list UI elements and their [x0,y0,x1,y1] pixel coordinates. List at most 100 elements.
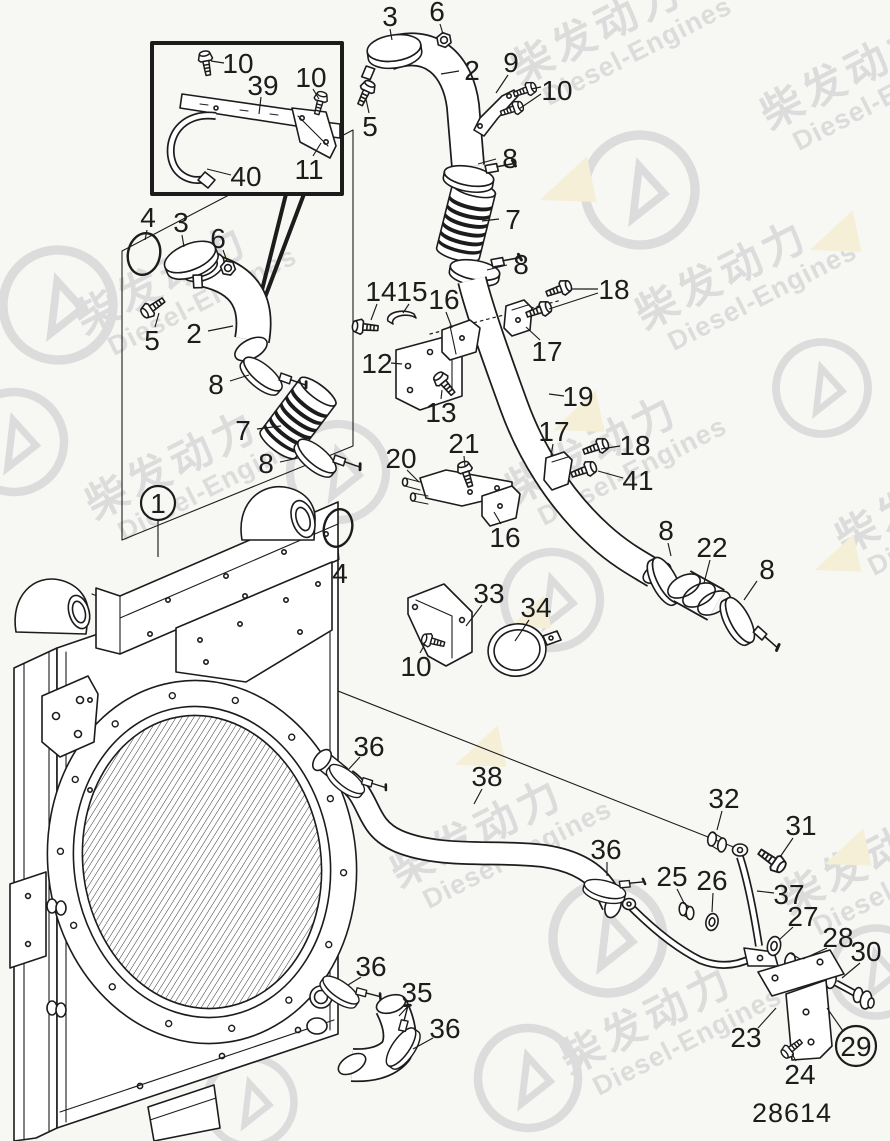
callout-1: 1 [139,484,177,557]
callout-7: 7 [235,415,282,446]
callout-number: 23 [730,1022,761,1053]
leader-line [181,234,185,248]
callout-number: 21 [448,428,479,459]
callout-18: 18 [548,274,630,310]
fan-ring-bolt-hole [164,1019,173,1028]
callout-number: 2 [186,318,202,349]
callout-number: 16 [489,522,520,553]
callout-number: 14 [365,276,396,307]
leader-line [525,326,541,341]
callout-10: 10 [210,48,254,79]
callout-number: 8 [513,249,529,280]
leader-line [144,229,148,241]
callout-8: 8 [743,554,775,601]
watermark-triangle [510,595,552,629]
callout-20: 20 [385,443,420,483]
callout-17: 17 [525,326,563,367]
callout-number: 8 [658,515,674,546]
fan-ring-bolt-hole [285,996,293,1004]
leader-line [347,976,362,986]
callout-10: 10 [518,75,573,110]
leader-line [412,1037,434,1050]
fan-ring-bolt-hole [227,1024,236,1033]
leader-line [477,158,497,165]
callout-11: 11 [294,142,324,185]
callout-23: 23 [730,1007,777,1053]
callout-number: 16 [428,284,459,315]
callout-4: 4 [332,546,348,589]
hose-38-group [320,749,648,919]
callout-number: 33 [473,578,504,609]
callout-28: 28 [802,922,854,960]
callout-37: 37 [756,879,805,910]
callout-8: 8 [658,515,674,557]
callout-19: 19 [548,381,594,412]
clamp-block-17-lower [543,451,573,491]
callout-24: 24 [784,1053,816,1090]
callout-8: 8 [477,143,518,174]
leader-line [463,455,466,467]
leader-line [347,756,361,771]
callout-number: 34 [520,592,551,623]
callout-number: 7 [505,204,521,235]
callout-number: 4 [140,202,156,233]
washer-26 [705,912,719,932]
watermark-triangle [553,390,605,432]
leader-line [440,389,443,400]
leader-line [222,249,228,262]
leader-line [514,619,530,642]
mid-bracket-group [350,277,575,411]
leader-line [716,810,723,831]
leader-line [676,888,685,904]
watermark-triangle [810,210,862,252]
callout-36: 36 [590,834,622,876]
fan-ring-bolt-hole [69,921,78,930]
bracket-16-upper [441,319,481,361]
leader-line [390,362,403,365]
callout-number: 27 [787,901,818,932]
callout-31: 31 [779,810,817,858]
callout-6: 6 [210,223,228,262]
drawing-number: 28614 [752,1098,832,1128]
leader-line [743,580,758,601]
fan-ring-bolt-hole [325,940,333,949]
side-clip [46,1000,67,1018]
leader-line [312,142,322,157]
callout-number: 5 [144,325,160,356]
bracket-16-lower [481,485,521,527]
leader-line [406,469,420,483]
leader-line [757,1007,777,1029]
callout-number: 4 [332,558,348,589]
leader-line [337,546,340,561]
callout-27: 27 [778,901,819,941]
leader-line [312,88,320,100]
fan-ring-bolt-hole [326,794,335,803]
clamp-block-17-upper [503,299,533,337]
leader-line [841,962,861,979]
leader-line [495,74,509,94]
callout-22: 22 [696,532,728,584]
pipe-clamp-34 [487,623,562,677]
watermark-triangle [815,534,862,572]
fan-ring-bolt-hole [168,691,177,700]
callout-26: 26 [696,865,728,913]
clamp-half-15 [386,310,417,325]
callout-4: 4 [140,202,156,241]
leader-line [419,643,426,654]
callout-number: 8 [759,554,775,585]
callout-number: 5 [362,111,378,142]
callout-15: 15 [396,276,428,314]
callout-number: 6 [210,223,226,254]
callout-number: 29 [840,1031,871,1062]
leader-line [826,1007,844,1032]
radiator-assembly [9,486,358,1141]
callout-2: 2 [186,318,234,349]
leader-line [779,837,794,858]
callout-number: 18 [598,274,629,305]
callout-number: 35 [401,977,432,1008]
leader-line [518,93,542,110]
callout-34: 34 [514,592,552,642]
callout-2: 2 [440,55,480,86]
